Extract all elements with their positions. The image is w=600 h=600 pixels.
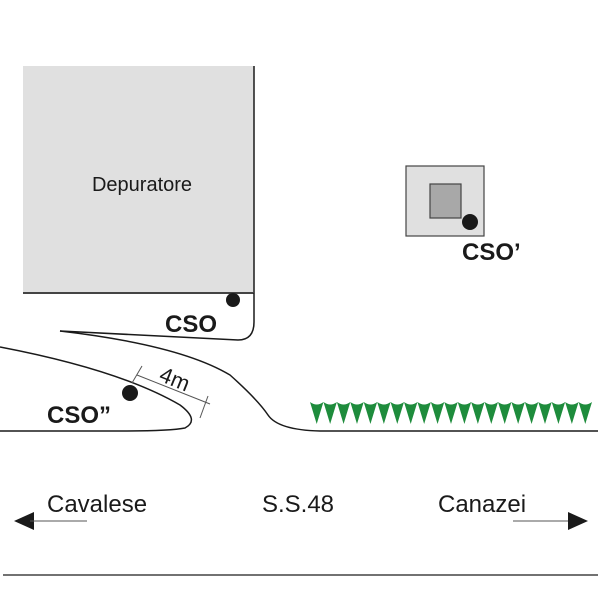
tree-icon [578,402,592,424]
tree-icon [484,402,498,424]
cavalese-label: Cavalese [47,491,147,518]
tree-icon [524,402,539,424]
cso-double-prime-point [122,385,138,401]
distance-label: 4m [156,362,194,397]
tree-row [310,402,592,424]
tree-icon [457,402,472,424]
cso-point [226,293,240,307]
cavalese-direction: Cavalese [14,491,147,530]
tree-icon [363,402,378,424]
tree-icon [538,402,552,424]
tree-icon [310,402,324,424]
left-arrow-icon [14,512,34,530]
tree-icon [323,402,337,424]
canazei-direction: Canazei [438,491,588,530]
tree-icon [471,402,485,424]
depuratore-building [23,66,254,293]
tree-icon [417,402,431,424]
cso-channel [59,293,255,341]
road-label: S.S.48 [262,491,334,518]
river-upper-bank [59,330,598,432]
tree-icon [511,402,525,424]
tree-icon [390,402,404,424]
tree-icon [336,402,351,424]
tree-icon [498,402,512,424]
tree-icon [551,402,566,424]
distance-dimension: 4m [131,362,211,419]
tree-icon [444,402,458,424]
right-arrow-icon [568,512,588,530]
depuratore-label: Depuratore [92,174,192,196]
cso-label: CSO [165,311,217,338]
cso-prime-label: CSO’ [462,239,521,266]
tree-icon [430,402,445,424]
cso-prime-point [462,214,478,230]
tree-icon [404,402,418,424]
cso-double-prime-label: CSO” [47,402,111,429]
tree-icon [350,402,364,424]
canazei-label: Canazei [438,491,526,518]
tree-icon [377,402,391,424]
river-lower-inlet [0,346,193,432]
cso-prime-inner-box [429,183,462,219]
tree-icon [565,402,579,424]
